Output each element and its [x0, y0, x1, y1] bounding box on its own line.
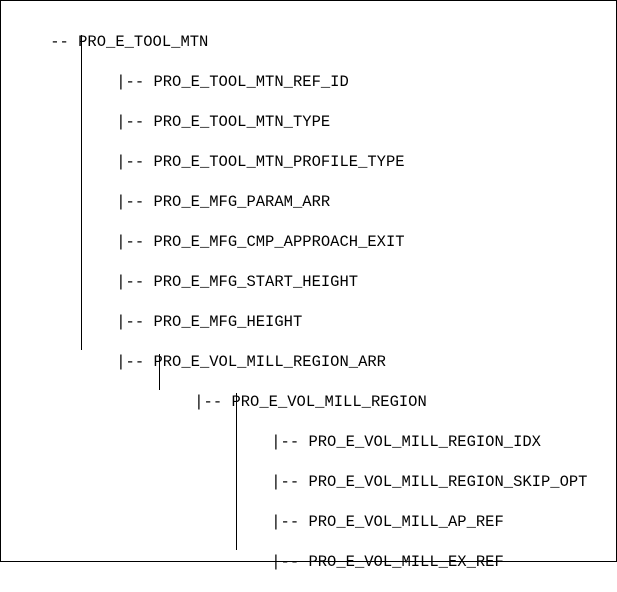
- node-label: PRO_E_MFG_PARAM_ARR: [153, 193, 331, 211]
- node-prefix: |--: [116, 73, 154, 91]
- tree-node-level2: |-- PRO_E_VOL_MILL_REGION: [157, 372, 427, 411]
- tree-node-level3: |-- PRO_E_VOL_MILL_AP_REF: [234, 492, 504, 531]
- node-prefix: |--: [194, 393, 232, 411]
- node-prefix: |--: [116, 313, 154, 331]
- node-prefix: |--: [271, 553, 309, 571]
- connector-level2: [159, 354, 160, 390]
- connector-level3: [236, 393, 237, 550]
- tree-node-level3: |-- PRO_E_VOL_MILL_REGION_IDX: [234, 412, 541, 451]
- node-label: PRO_E_VOL_MILL_REGION_ARR: [153, 353, 386, 371]
- tree-node-level1: |-- PRO_E_MFG_PARAM_ARR: [79, 172, 330, 211]
- tree-node-level1: |-- PRO_E_TOOL_MTN_TYPE: [79, 92, 330, 131]
- node-prefix: |--: [271, 433, 309, 451]
- node-prefix: |--: [116, 153, 154, 171]
- tree-node-level1: |-- PRO_E_TOOL_MTN_PROFILE_TYPE: [79, 132, 404, 171]
- node-label: PRO_E_VOL_MILL_REGION_IDX: [308, 433, 541, 451]
- node-label: PRO_E_VOL_MILL_REGION_SKIP_OPT: [308, 473, 588, 491]
- node-prefix: |--: [116, 233, 154, 251]
- node-prefix: |--: [116, 273, 154, 291]
- tree-node-level1: |-- PRO_E_MFG_HEIGHT: [79, 292, 302, 331]
- tree-node-level1: |-- PRO_E_MFG_START_HEIGHT: [79, 252, 358, 291]
- tree-node-level1: |-- PRO_E_VOL_MILL_REGION_ARR: [79, 332, 386, 371]
- node-prefix: |--: [116, 353, 154, 371]
- node-prefix: |--: [116, 193, 154, 211]
- node-label: PRO_E_MFG_HEIGHT: [153, 313, 303, 331]
- node-label: PRO_E_VOL_MILL_AP_REF: [308, 513, 504, 531]
- tree-node-level1: |-- PRO_E_MFG_CMP_APPROACH_EXIT: [79, 212, 404, 251]
- tree-node-root: -- PRO_E_TOOL_MTN: [13, 12, 208, 51]
- tree-diagram: -- PRO_E_TOOL_MTN |-- PRO_E_TOOL_MTN_REF…: [0, 0, 617, 571]
- connector-level1: [81, 35, 82, 350]
- node-label: PRO_E_VOL_MILL_REGION: [231, 393, 427, 411]
- tree-node-level3: |-- PRO_E_VOL_MILL_REGION_SKIP_OPT: [234, 452, 587, 491]
- tree-node-level1: |-- PRO_E_TOOL_MTN_REF_ID: [79, 52, 349, 91]
- node-prefix: |--: [271, 473, 309, 491]
- node-label: PRO_E_MFG_CMP_APPROACH_EXIT: [153, 233, 405, 251]
- node-label: PRO_E_VOL_MILL_EX_REF: [308, 553, 504, 571]
- node-label: PRO_E_TOOL_MTN_REF_ID: [153, 73, 349, 91]
- node-prefix: |--: [271, 513, 309, 531]
- node-prefix: |--: [116, 113, 154, 131]
- node-label: PRO_E_TOOL_MTN: [78, 33, 209, 51]
- node-prefix: --: [50, 33, 79, 51]
- tree-node-level3: |-- PRO_E_VOL_MILL_EX_REF: [234, 532, 504, 571]
- node-label: PRO_E_TOOL_MTN_TYPE: [153, 113, 331, 131]
- node-label: PRO_E_TOOL_MTN_PROFILE_TYPE: [153, 153, 405, 171]
- node-label: PRO_E_MFG_START_HEIGHT: [153, 273, 359, 291]
